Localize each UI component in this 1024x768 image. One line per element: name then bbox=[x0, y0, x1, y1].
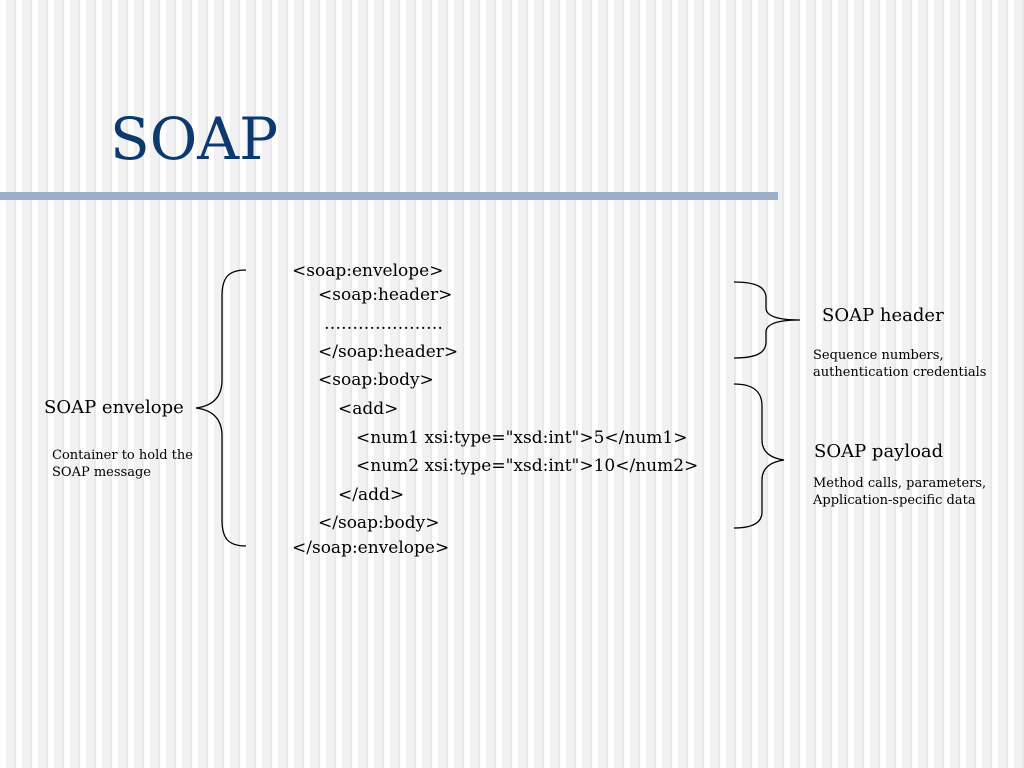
code-line-header-ellipsis: ………………… bbox=[324, 314, 443, 334]
code-line-add-open: <add> bbox=[338, 399, 399, 419]
code-line-envelope-close: </soap:envelope> bbox=[292, 538, 450, 558]
header-label: SOAP header bbox=[822, 305, 944, 326]
code-line-header-open: <soap:header> bbox=[318, 285, 453, 305]
payload-brace bbox=[733, 383, 785, 529]
code-line-num1: <num1 xsi:type="xsd:int">5</num1> bbox=[356, 428, 688, 448]
payload-description: Method calls, parameters, Application-sp… bbox=[813, 476, 987, 508]
title-divider bbox=[0, 192, 778, 200]
code-line-header-close: </soap:header> bbox=[318, 342, 459, 362]
code-line-add-close: </add> bbox=[338, 485, 405, 505]
code-line-body-close: </soap:body> bbox=[318, 513, 440, 533]
code-line-num2: <num2 xsi:type="xsd:int">10</num2> bbox=[356, 456, 699, 476]
envelope-label: SOAP envelope bbox=[44, 397, 184, 418]
envelope-brace bbox=[195, 269, 247, 547]
envelope-description: Container to hold the SOAP message bbox=[52, 448, 193, 480]
slide-title: SOAP bbox=[110, 105, 279, 173]
header-description: Sequence numbers, authentication credent… bbox=[813, 348, 987, 380]
code-line-body-open: <soap:body> bbox=[318, 370, 434, 390]
code-line-envelope-open: <soap:envelope> bbox=[292, 261, 444, 281]
payload-label: SOAP payload bbox=[814, 441, 944, 462]
header-brace bbox=[733, 281, 801, 359]
